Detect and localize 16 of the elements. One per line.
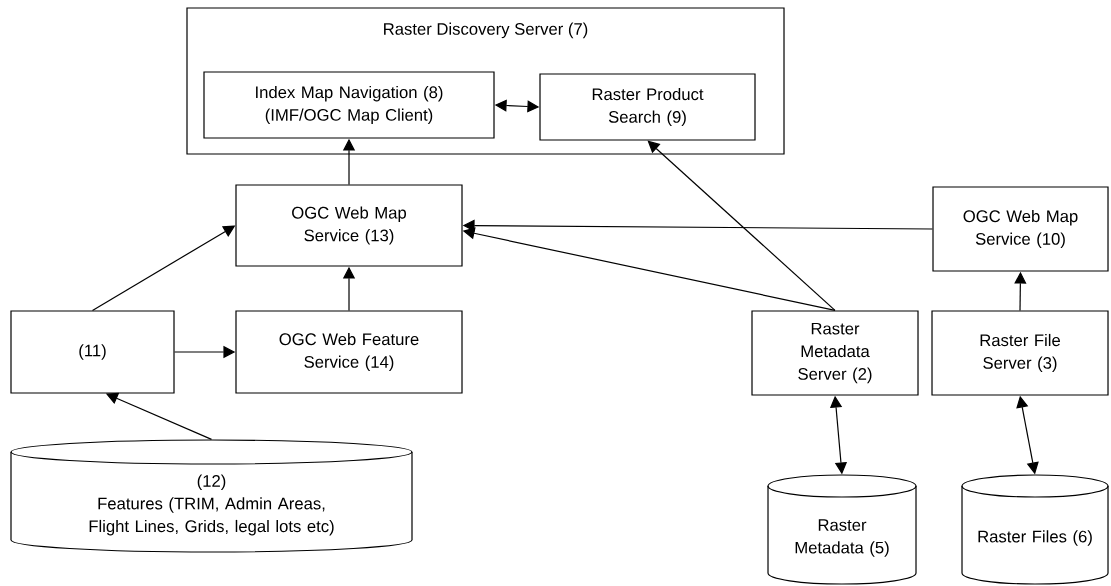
database-cylinder: Raster Files (6) (961, 474, 1109, 585)
process-box: OGC Web Feature Service (14) (235, 310, 463, 394)
node-label: (12) (197, 474, 226, 491)
process-box: Raster File Server (3) (931, 310, 1109, 396)
process-box: OGC Web Map Service (10) (932, 186, 1109, 272)
arrow (647, 140, 836, 311)
process-box: OGC Web Map Service (13) (235, 184, 463, 267)
database-cylinder: Raster Metadata (5) (767, 474, 917, 585)
node-label: Raster Metadata (5) (795, 519, 889, 557)
process-box: Raster Product Search (9) (539, 73, 756, 141)
node-label: Features (TRIM, Admin Areas, Flight Lines, Grids, legal lots etc) (89, 497, 334, 536)
process-box: (11) (10, 310, 175, 394)
database-cylinder: (12) Features (TRIM, Admin Areas, Flight Lines, Grids, legal lots etc) (10, 439, 413, 553)
process-box: Index Map Navigation (8) (IMF/OGC Map Client) (203, 71, 495, 139)
process-box: Raster Metadata Server (2) (751, 310, 919, 396)
node-label: Raster Files (6) (978, 530, 1092, 546)
